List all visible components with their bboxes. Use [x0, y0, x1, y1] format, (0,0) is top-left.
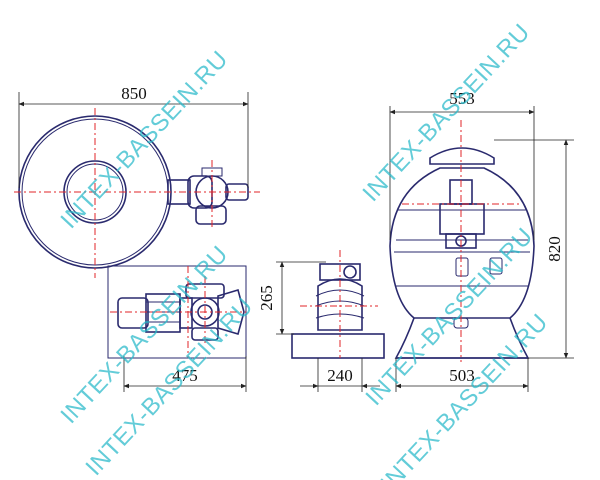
watermark-text: INTEX-BASSEIN.RU — [376, 309, 554, 480]
top-view-valve — [167, 167, 249, 225]
tank-valve — [439, 179, 503, 277]
top-view — [14, 108, 260, 278]
dim-label-475: 475 — [172, 366, 198, 385]
watermark-text: INTEX-BASSEIN.RU — [358, 19, 536, 207]
dim-label-553: 553 — [449, 89, 475, 108]
dim-label-265: 265 — [257, 285, 276, 311]
dimension-small-height: 265 — [257, 261, 326, 335]
dim-label-240: 240 — [327, 366, 353, 385]
dimension-base-width: 503 — [395, 358, 529, 392]
dimension-top-width: 850 — [18, 84, 249, 188]
dim-label-820: 820 — [545, 236, 564, 262]
small-side-view — [291, 250, 385, 359]
dimension-small-width: 240 — [300, 358, 380, 392]
dim-label-503: 503 — [449, 366, 475, 385]
side-view-tank — [389, 120, 535, 362]
front-view — [107, 265, 247, 359]
dimension-side-height: 820 — [494, 139, 574, 359]
dim-label-850: 850 — [121, 84, 147, 103]
dimension-side-width: 553 — [389, 89, 535, 240]
dimension-front-width: 475 — [123, 356, 247, 392]
